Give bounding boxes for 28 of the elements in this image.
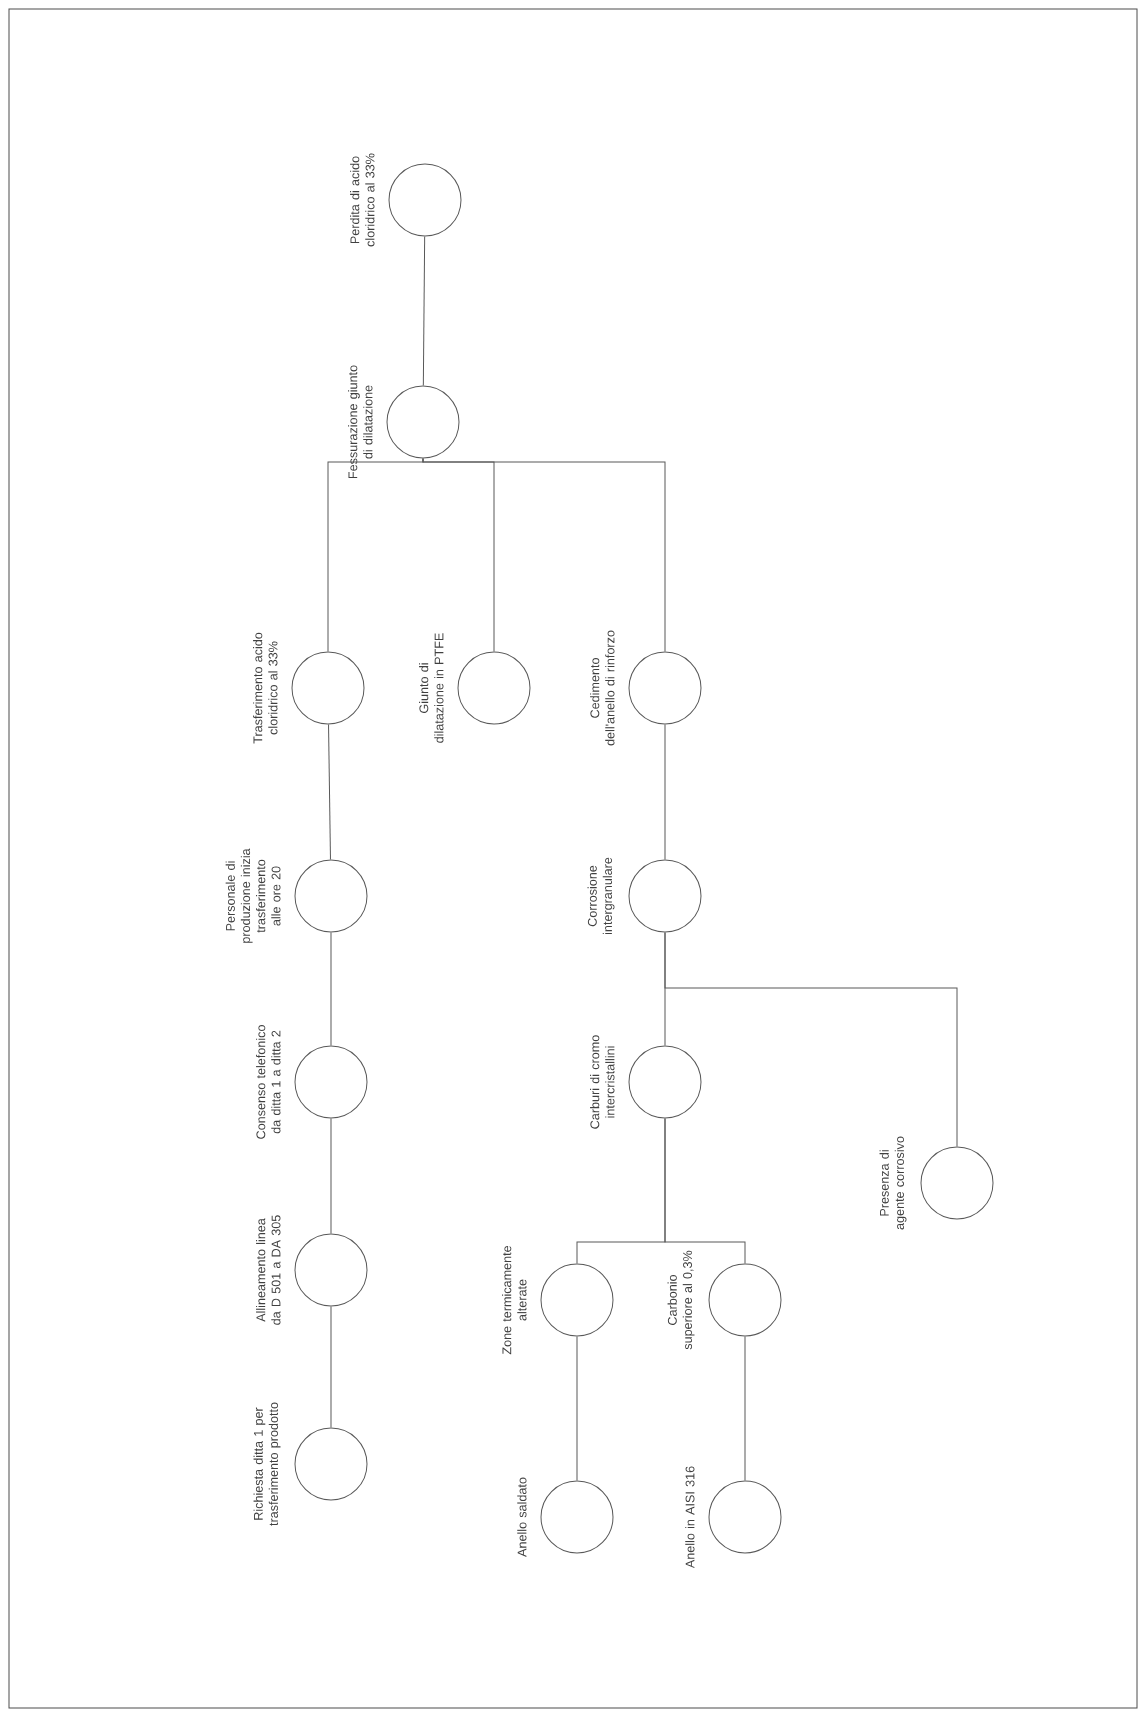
connector-line xyxy=(664,1118,746,1264)
connector-line xyxy=(664,724,666,860)
event-label: Presenza di agente corrosivo xyxy=(879,1136,907,1230)
connector-line xyxy=(330,932,332,1046)
event-label: Anello saldato xyxy=(517,1477,527,1557)
event-label: Personale di produzione inizia trasferimento alle ore 20 xyxy=(225,848,281,943)
connector-line xyxy=(422,236,426,386)
event-label: Trasferimento acido cloridrico al 33% xyxy=(253,632,278,744)
connector-line xyxy=(744,1336,746,1481)
event-label: Fessurazione giunto di dilatazione xyxy=(348,365,373,479)
connector-line xyxy=(330,1306,332,1428)
event-label: Zone termicamente alterate xyxy=(502,1245,527,1355)
event-label: Consenso telefonico da ditta 1 a ditta 2 xyxy=(256,1025,281,1139)
event-label: Allineamento linea da D 501 a DA 305 xyxy=(256,1215,281,1325)
connector-line xyxy=(576,1336,578,1481)
connector-line xyxy=(327,458,424,652)
event-label: Corrosione intergranulare xyxy=(587,857,615,935)
event-label: Carburi di cromo intercristallini xyxy=(590,1035,615,1129)
event-label: Cedimento dell'anello di rinforzo xyxy=(590,630,615,746)
event-label: Giunto di dilatazione in PTFE xyxy=(419,633,444,743)
event-label: Perdita di acido cloridrico al 33% xyxy=(350,153,375,247)
connector-line xyxy=(330,1118,332,1234)
event-label: Anello in AISI 316 xyxy=(685,1466,695,1569)
connector-line xyxy=(328,724,331,860)
connector-line xyxy=(664,932,958,1147)
event-label: Carbonio superiore al 0,3% xyxy=(667,1250,695,1350)
connector-line xyxy=(422,458,666,652)
event-label: Richiesta ditta 1 per trasferimento prodotto xyxy=(253,1402,281,1526)
